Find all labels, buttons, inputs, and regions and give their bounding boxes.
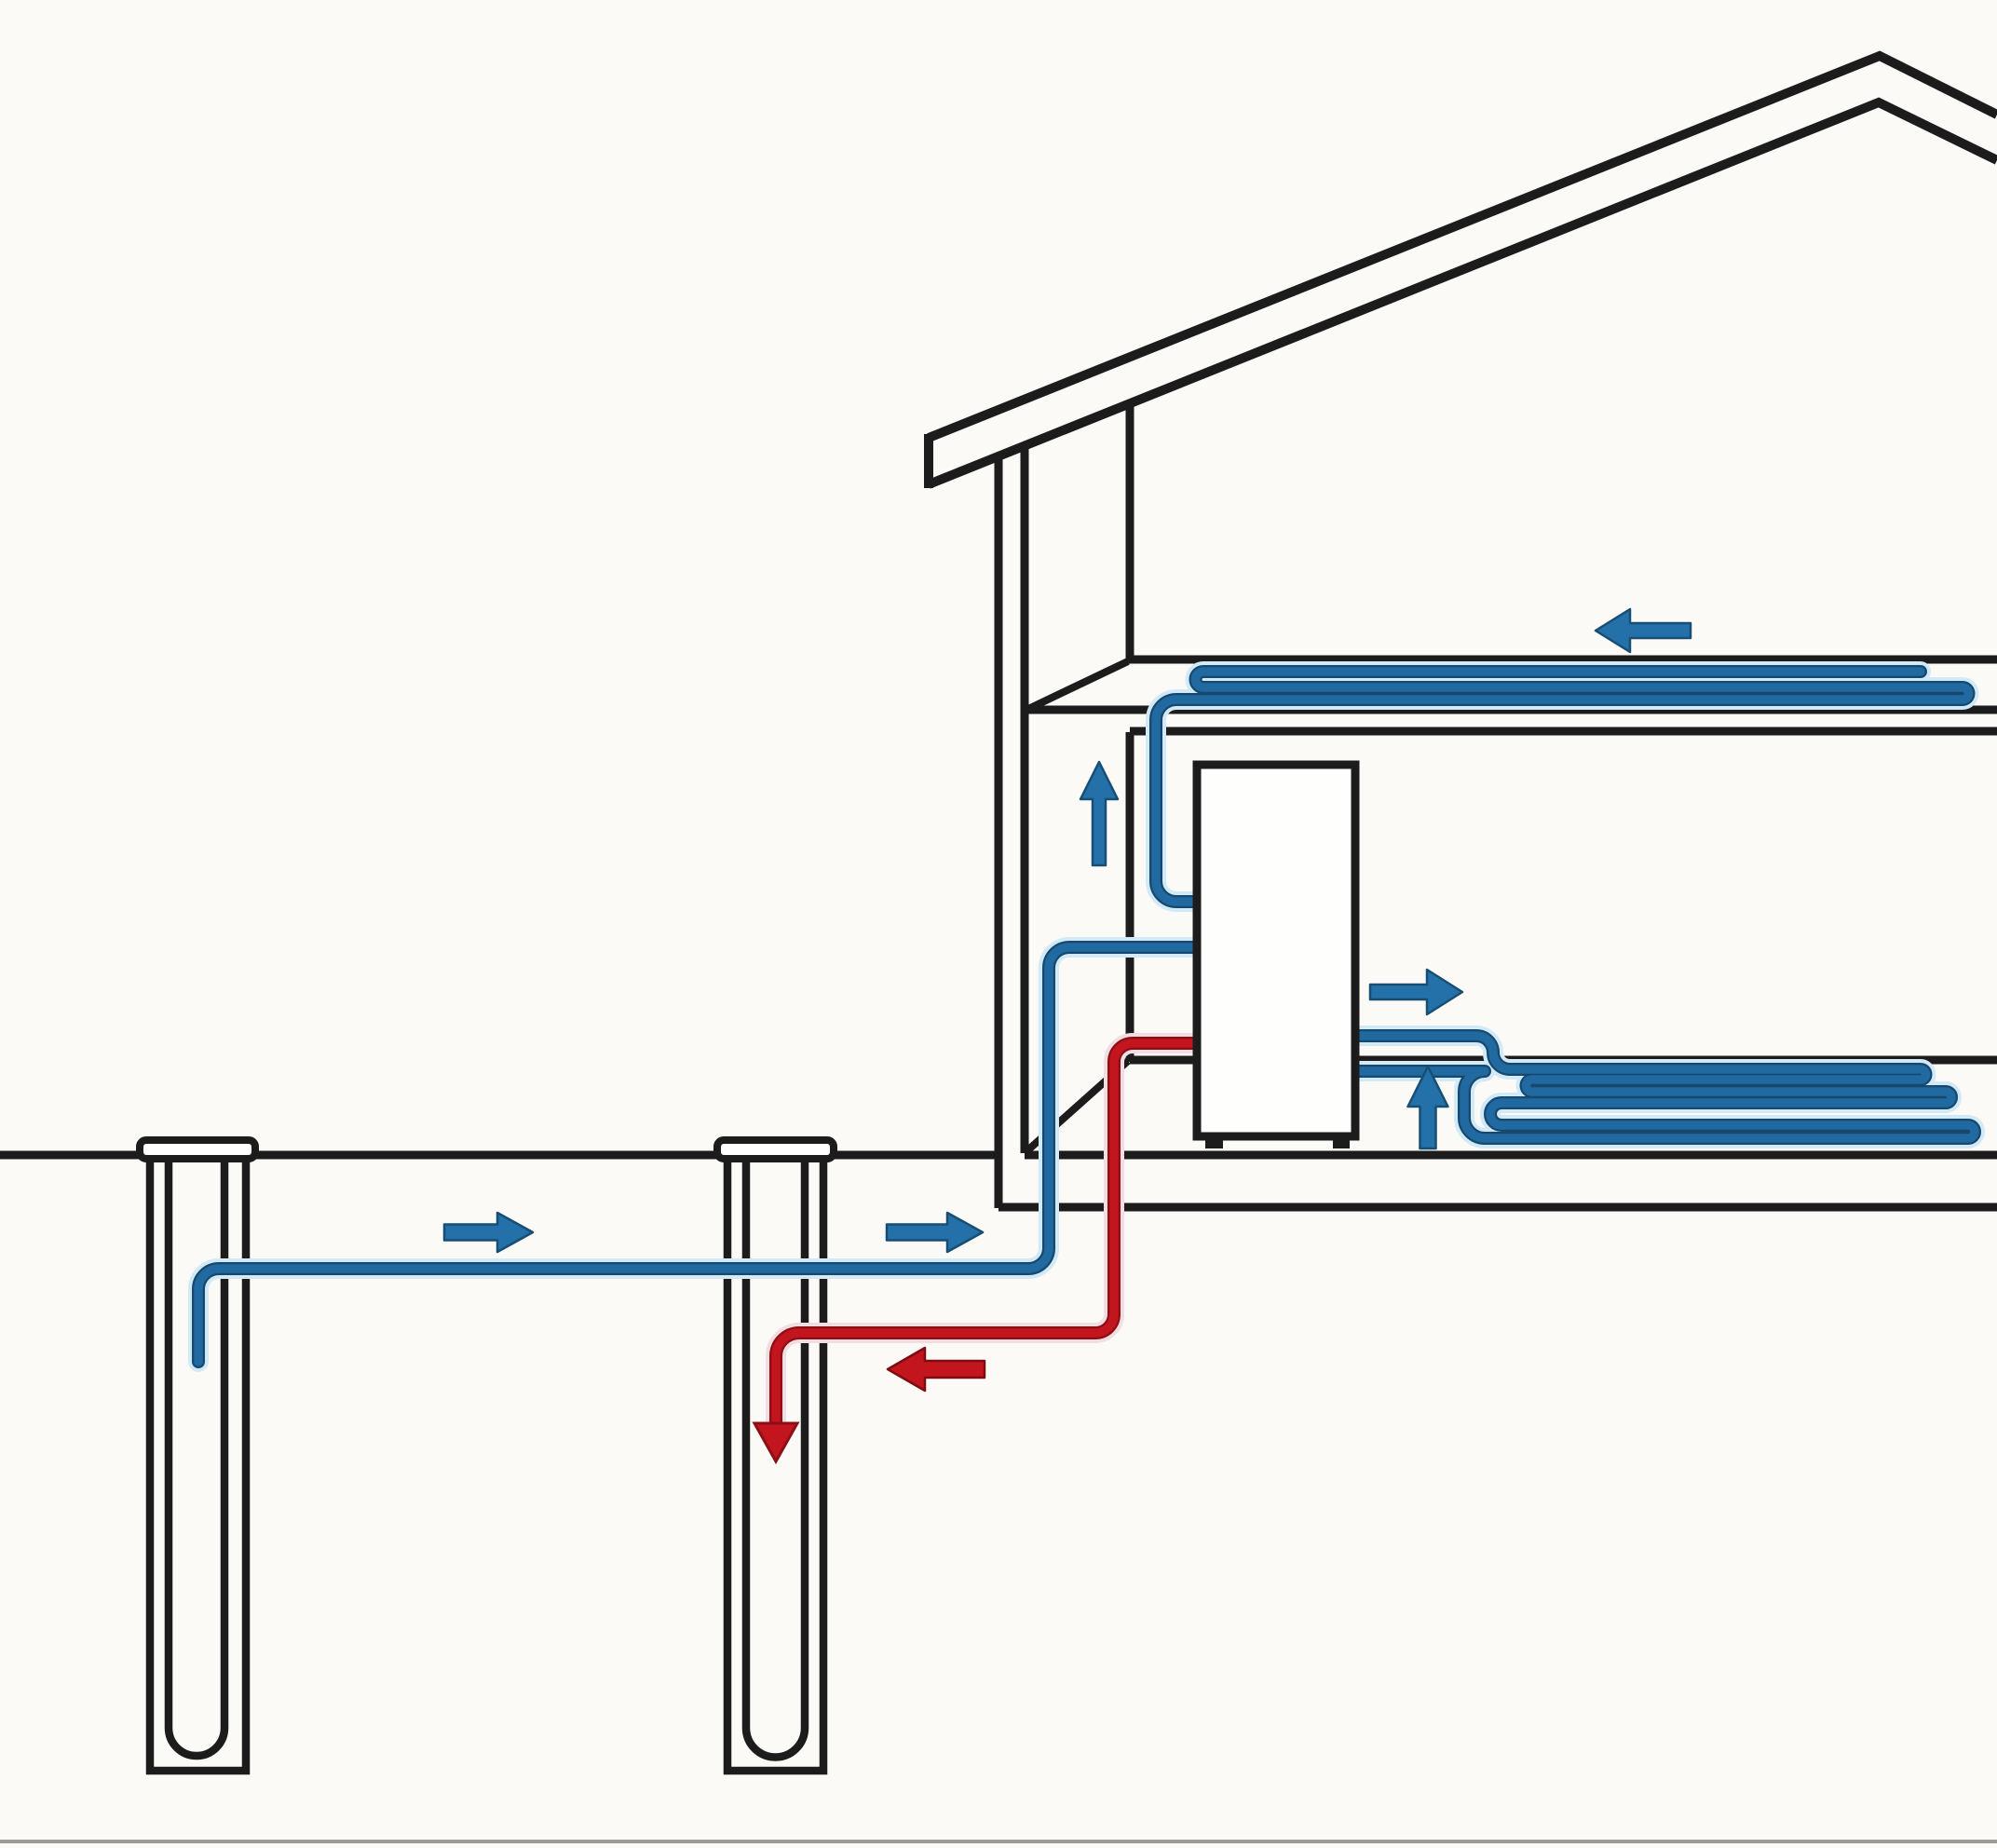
- roof-top-edge: [927, 50, 1997, 442]
- borehole-1-casing: [145, 1158, 251, 1775]
- flow-arrow-up-wall-cavity: [1079, 760, 1120, 867]
- borehole-1-utube: [164, 1161, 229, 1760]
- flow-arrow-left-upper-room: [1594, 607, 1692, 654]
- pipe-ground-loop-supply-core: [194, 943, 1206, 1366]
- flow-arrow-up-floor-coil: [1406, 1065, 1449, 1150]
- roof-bottom-edge: [927, 97, 1997, 489]
- flow-arrow-right-underground-1: [442, 1211, 535, 1254]
- pipe-warm-return-core: [771, 1039, 1206, 1432]
- pipe-ground-floor-coil-core: [1348, 1031, 1979, 1143]
- flow-arrow-right-underground-2: [885, 1211, 985, 1254]
- return-pipe-arrowhead: [752, 1421, 800, 1465]
- flow-arrow-right-to-floor-coil: [1368, 968, 1464, 1016]
- borehole-2-utube: [741, 1161, 809, 1761]
- heat-pump-unit: [1192, 760, 1360, 1141]
- flow-arrow-left-return: [886, 1346, 986, 1393]
- borehole-2-cap: [713, 1136, 837, 1162]
- pipe-upper-floor-coil-core: [1151, 667, 1974, 906]
- borehole-2-casing: [723, 1158, 828, 1775]
- borehole-1-cap: [136, 1136, 259, 1162]
- upper-floor-wedge: [1023, 658, 1130, 714]
